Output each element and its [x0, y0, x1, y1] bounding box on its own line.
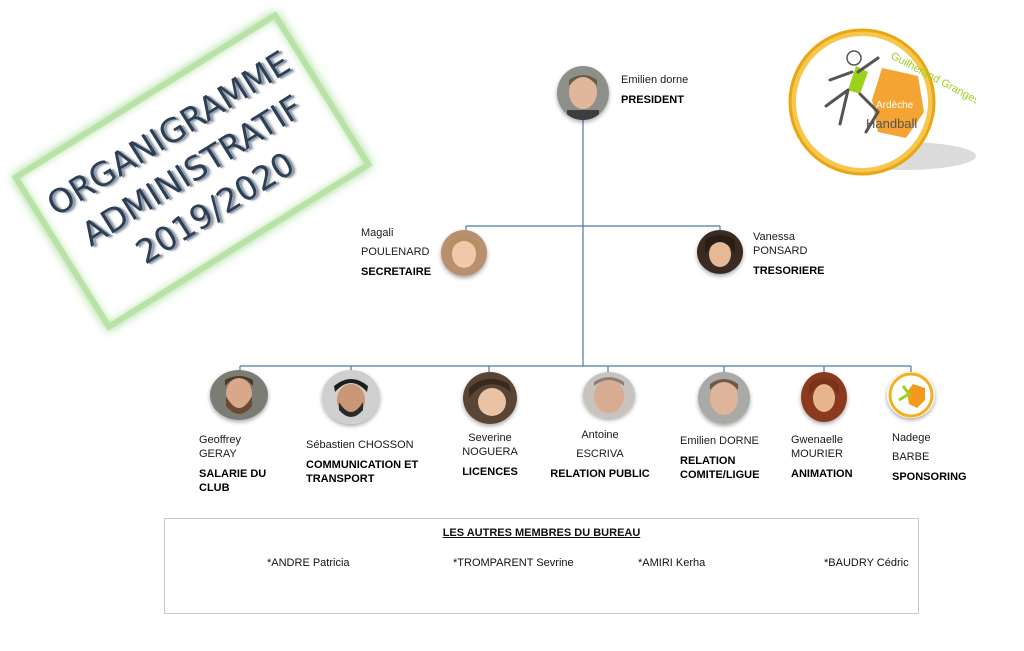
- secretary-avatar: [441, 230, 487, 276]
- member-4-first-name: Antoine: [581, 429, 619, 441]
- member-1-last-name: GERAY: [199, 448, 237, 460]
- other-member-4: *BAUDRY Cédric: [824, 557, 909, 569]
- treasurer-role: TRESORIERE: [753, 265, 825, 277]
- member-avatar-4: [583, 372, 635, 418]
- logo-region-text: Ardèche: [876, 100, 914, 111]
- treasurer-last-name: PONSARD: [753, 245, 808, 257]
- member-4-role: RELATION PUBLIC: [550, 468, 650, 480]
- treasurer-first-name: Vanessa: [753, 231, 795, 243]
- person-photo-icon: [583, 372, 635, 418]
- member-text-6: Gwenaelle MOURIER ANIMATION: [791, 433, 853, 481]
- club-logo: Guilherand Granges Ardèche Handball: [786, 28, 982, 178]
- member-text-4: Antoine ESCRIVA RELATION PUBLIC: [548, 428, 652, 481]
- club-logo-graphic: Guilherand Granges Ardèche Handball: [788, 28, 982, 176]
- member-1-first-name: Geoffrey: [199, 434, 241, 446]
- member-5-name: Emilien DORNE: [680, 435, 759, 447]
- president-role: PRESIDENT: [621, 94, 684, 106]
- other-members-title: LES AUTRES MEMBRES DU BUREAU: [442, 527, 641, 539]
- member-2-name: Sébastien CHOSSON: [306, 439, 414, 451]
- member-avatar-3: [463, 372, 517, 424]
- member-7-first-name: Nadege: [892, 432, 931, 444]
- member-7-last-name: BARBE: [892, 451, 930, 463]
- secretary-text: Magali POULENARD SECRETAIRE: [361, 226, 431, 279]
- member-7-role: SPONSORING: [892, 471, 967, 483]
- member-2-role-line-2: TRANSPORT: [306, 473, 375, 485]
- person-photo-icon: [557, 66, 609, 120]
- member-6-last-name: MOURIER: [791, 448, 843, 460]
- member-avatar-6: [801, 372, 847, 422]
- person-photo-icon: [698, 372, 750, 424]
- member-3-last-name: NOGUERA: [462, 446, 518, 458]
- person-photo-icon: [697, 230, 743, 274]
- member-5-role-line-1: RELATION: [680, 455, 736, 467]
- member-5-role-line-2: COMITE/LIGUE: [680, 469, 760, 481]
- treasurer-text: Vanessa PONSARD TRESORIERE: [753, 230, 825, 278]
- logo-sport-text: Handball: [866, 116, 917, 131]
- secretary-last-name: POULENARD: [361, 246, 430, 258]
- member-6-first-name: Gwenaelle: [791, 434, 843, 446]
- member-avatar-7: [887, 372, 935, 418]
- person-photo-icon: [210, 370, 268, 420]
- member-text-7: Nadege BARBE SPONSORING: [892, 431, 967, 484]
- member-3-role: LICENCES: [462, 466, 518, 478]
- member-avatar-2: [322, 370, 380, 424]
- member-avatar-5: [698, 372, 750, 424]
- other-member-2: *TROMPARENT Sevrine: [453, 557, 574, 569]
- president-name: Emilien dorne: [621, 74, 689, 86]
- treasurer-avatar: [697, 230, 743, 274]
- member-text-5: Emilien DORNE RELATION COMITE/LIGUE: [680, 434, 759, 482]
- secretary-role: SECRETAIRE: [361, 266, 432, 278]
- member-1-role-line-2: CLUB: [199, 482, 230, 494]
- member-3-first-name: Severine: [468, 432, 512, 444]
- member-6-role: ANIMATION: [791, 468, 853, 480]
- member-4-last-name: ESCRIVA: [576, 448, 624, 460]
- secretary-first-name: Magali: [361, 227, 394, 239]
- club-logo-icon: [887, 372, 935, 418]
- person-photo-icon: [801, 372, 847, 422]
- member-text-1: Geoffrey GERAY SALARIE DU CLUB: [199, 433, 266, 495]
- member-text-3: Severine NOGUERA LICENCES: [449, 431, 531, 479]
- president-text: Emilien dorne PRESIDENT: [621, 73, 688, 107]
- member-text-2: Sébastien CHOSSON COMMUNICATION ET TRANS…: [306, 438, 418, 486]
- other-member-3: *AMIRI Kerha: [638, 557, 706, 569]
- member-2-role-line-1: COMMUNICATION ET: [306, 459, 419, 471]
- president-avatar: [557, 66, 609, 120]
- other-members-box: LES AUTRES MEMBRES DU BUREAU *ANDRE Patr…: [164, 518, 919, 614]
- person-photo-icon: [441, 230, 487, 276]
- member-1-role-line-1: SALARIE DU: [199, 468, 267, 480]
- other-member-1: *ANDRE Patricia: [267, 557, 350, 569]
- member-avatar-1: [210, 370, 268, 420]
- person-photo-icon: [463, 372, 517, 424]
- person-photo-icon: [322, 370, 380, 424]
